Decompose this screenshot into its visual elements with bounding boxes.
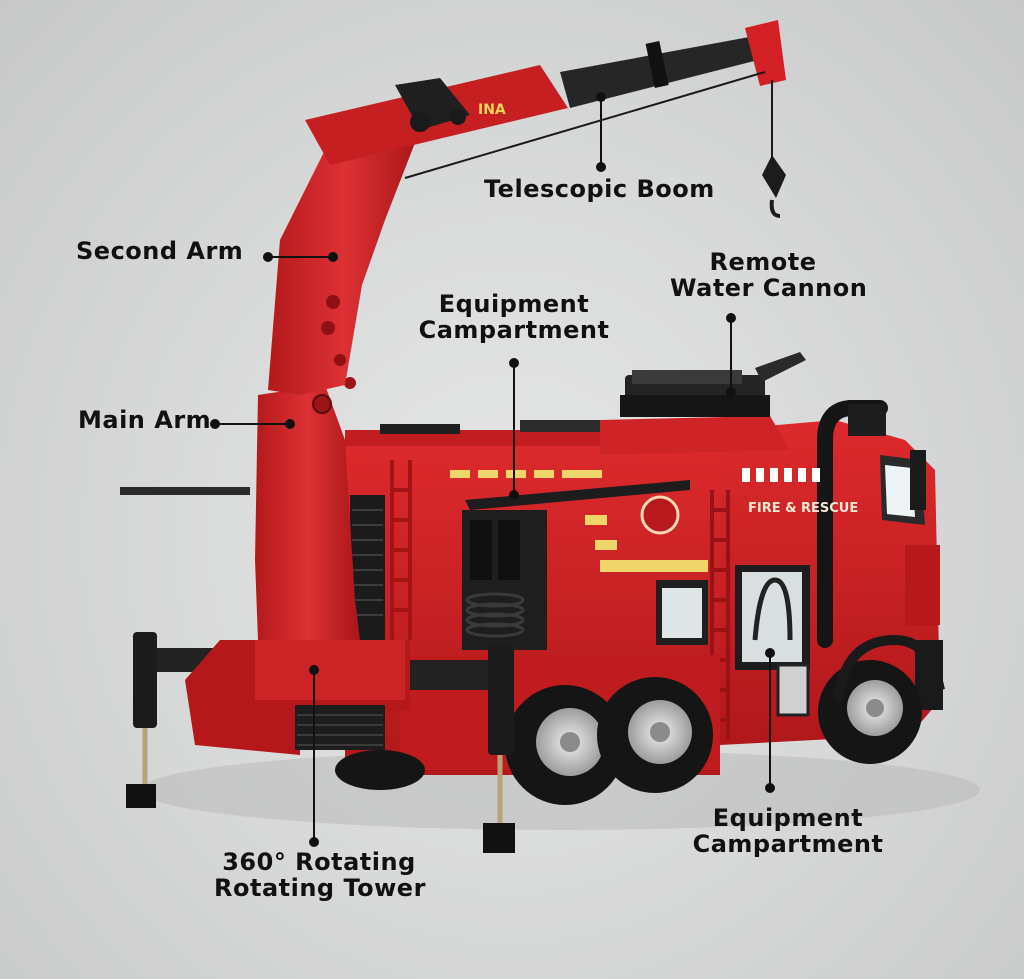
label-equipment-bottom-line2: Campartment	[692, 830, 884, 859]
label-equipment-compartment-bottom: Equipment Campartment	[690, 805, 886, 858]
label-equipment-compartment-top: Equipment Campartment	[418, 291, 610, 344]
label-telescopic-boom: Telescopic Boom	[484, 175, 715, 203]
label-remote-water-cannon-line1: Remote	[709, 248, 817, 276]
emblem	[640, 495, 680, 535]
wheels	[335, 634, 945, 805]
truck-body: FIRE & RESCUE	[120, 400, 943, 775]
label-equipment-top-line2: Campartment	[418, 316, 610, 345]
label-rotating-tower: 360° Rotating Rotating Tower	[214, 848, 426, 903]
label-rotating-tower-line2: Rotating Tower	[214, 874, 426, 903]
label-equipment-bottom-line1: Equipment	[712, 804, 864, 832]
water-cannon	[620, 352, 806, 417]
second-arm	[268, 100, 420, 395]
boom-logo: INA	[478, 102, 506, 118]
leader-lines	[210, 92, 775, 847]
main-arm	[255, 377, 360, 640]
label-remote-water-cannon: Remote Water Cannon	[670, 248, 868, 303]
rotating-tower	[185, 640, 410, 755]
label-equipment-top-line1: Equipment	[438, 290, 590, 318]
telescopic-boom: INA	[305, 20, 786, 218]
label-second-arm: Second Arm	[76, 237, 244, 265]
label-rotating-tower-line1: 360° Rotating	[222, 848, 416, 876]
side-lettering: FIRE & RESCUE	[748, 501, 858, 516]
label-main-arm: Main Arm	[78, 406, 212, 434]
label-remote-water-cannon-line2: Water Cannon	[670, 274, 868, 303]
hook	[762, 155, 786, 198]
